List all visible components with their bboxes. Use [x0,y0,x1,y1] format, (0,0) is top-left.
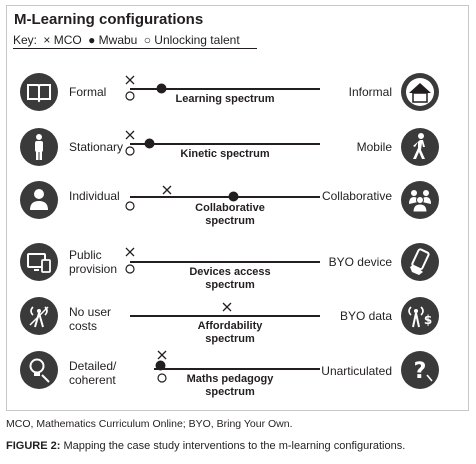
mco-marker [125,130,135,140]
mwabu-marker [144,138,155,149]
row-collaborative-spectrum: Individual Collaborative spectrum Collab… [0,180,476,234]
key-cross-symbol: × [43,33,51,47]
legend-key: Key: × MCO ● Mwabu ○ Unlocking talent [13,33,257,49]
figure-caption: FIGURE 2: Mapping the case study interve… [6,440,405,452]
spectrum-label: Collaborative spectrum [195,202,265,227]
right-label: BYO device [328,255,392,269]
row-maths-pedagogy-spectrum: Detailed/ coherent Maths pedagogy spectr… [0,350,476,404]
spectrum-label: Kinetic spectrum [180,148,270,160]
right-label: BYO data [339,309,392,323]
figure-caption-text: Mapping the case study interventions to … [60,440,406,452]
svg-text:?: ? [414,359,427,384]
key-filled-symbol: ● [88,33,96,47]
spectrum-label: Learning spectrum [175,93,275,105]
key-mwabu-label: Mwabu [98,33,138,47]
monitor-icon [20,243,58,281]
right-label: Collaborative [321,189,392,203]
key-unlocking-label: Unlocking talent [154,33,240,47]
right-label: Mobile [356,140,392,154]
row-learning-spectrum: Formal Learning spectrum Informal [0,72,476,126]
row-devices-access-spectrum: Public provision Devices access spectrum… [0,242,476,296]
spectrum-label: Affordability spectrum [197,320,263,345]
left-label: Public provision [69,248,118,276]
spectrum-line [130,143,320,145]
spectrum-line [154,368,320,370]
mco-marker [157,350,167,360]
figure-title: M-Learning configurations [14,11,204,28]
spectrum-line [130,315,320,317]
row-kinetic-spectrum: Stationary Kinetic spectrum Mobile [0,127,476,181]
mwabu-marker [155,360,166,371]
svg-text:$: $ [424,313,432,327]
free-signal-icon [20,297,58,335]
mco-marker [125,75,135,85]
spectrum-line [130,88,320,90]
house-icon [401,73,439,111]
figure-label: FIGURE 2: [6,440,61,452]
lightbulb-icon [20,351,58,389]
unlocking-talent-marker [125,91,135,101]
right-label: Unarticulated [321,364,392,378]
mco-marker [222,302,232,312]
right-label: Informal [348,85,392,99]
spectrum-line [130,261,320,263]
mwabu-marker [228,191,239,202]
unlocking-talent-marker [125,201,135,211]
key-prefix: Key: [13,33,38,47]
paid-signal-icon: $ [401,297,439,335]
single-person-icon [20,181,58,219]
row-affordability-spectrum: No user costs Affordability spectrum BYO… [0,296,476,350]
mco-marker [125,247,135,257]
mco-marker [162,185,172,195]
walking-person-icon [401,128,439,166]
spectrum-label: Devices access spectrum [189,266,271,291]
key-mco-label: MCO [53,33,82,47]
left-label: Formal [69,85,107,99]
book-icon [20,73,58,111]
figure-frame [6,5,469,411]
abbreviation-caption: MCO, Mathematics Curriculum Online; BYO,… [6,418,293,430]
phone-in-hand-icon [401,243,439,281]
left-label: No user costs [69,305,112,333]
spectrum-line [130,196,320,198]
unlocking-talent-marker [125,146,135,156]
key-open-symbol: ○ [143,33,151,47]
left-label: Detailed/ coherent [69,359,117,387]
group-icon [401,181,439,219]
unlocking-talent-marker [157,373,167,383]
left-label: Stationary [69,140,124,154]
unlocking-talent-marker [125,264,135,274]
left-label: Individual [69,189,120,203]
spectrum-label: Maths pedagogy spectrum [186,373,274,398]
mwabu-marker [156,83,167,94]
standing-person-icon [20,128,58,166]
question-icon: ? [401,351,439,389]
